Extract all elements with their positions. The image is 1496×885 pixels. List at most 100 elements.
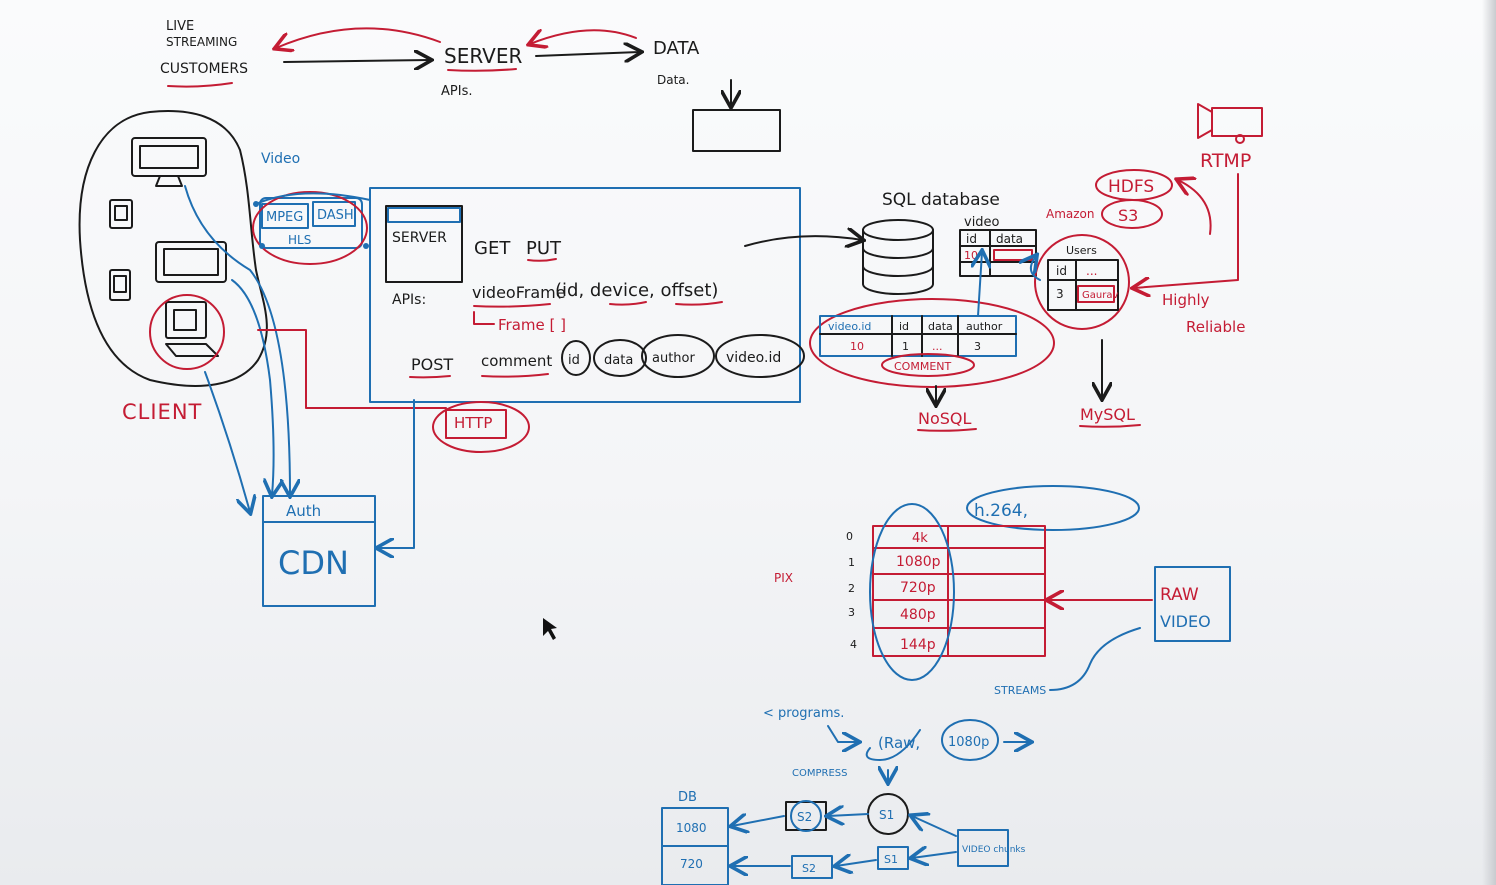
customers-underline bbox=[167, 82, 233, 88]
svg-text:3: 3 bbox=[848, 606, 855, 619]
client-boundary bbox=[78, 110, 268, 387]
svg-text:id: id bbox=[899, 320, 909, 333]
phone-icon-2 bbox=[109, 269, 131, 301]
hdfs-to-camera-arrow bbox=[1178, 180, 1212, 235]
server-to-cdn-line bbox=[378, 399, 415, 548]
rtmp-label: RTMP bbox=[1200, 150, 1251, 172]
phone-icon bbox=[109, 199, 133, 229]
param-data bbox=[593, 339, 647, 377]
client-to-cdn-line-2 bbox=[231, 279, 274, 495]
auth-label: Auth bbox=[286, 502, 321, 520]
param-author bbox=[641, 334, 715, 378]
users-group: Users id ... 3 Gaurav MySQL Highly Relia… bbox=[1031, 234, 1245, 428]
server-to-sql-arrow bbox=[744, 236, 862, 246]
s2-label: S2 bbox=[797, 810, 812, 824]
tablet-icon bbox=[155, 241, 227, 283]
server-to-customers-arc bbox=[276, 27, 441, 48]
video-table-title: video bbox=[964, 215, 1000, 230]
mpeg-label: MPEG bbox=[266, 210, 303, 225]
comment-label-highlight bbox=[881, 353, 975, 377]
video-chunks-box bbox=[957, 829, 1009, 867]
comment-table bbox=[819, 315, 1017, 357]
hdfs-highlight bbox=[1095, 169, 1173, 201]
svg-text:data: data bbox=[928, 320, 953, 333]
resolution-table bbox=[872, 525, 1046, 657]
customers-to-server-arrow bbox=[283, 60, 430, 62]
users-highlight bbox=[1034, 234, 1130, 330]
server-panel-frame bbox=[369, 187, 801, 403]
res-1080p: 1080p bbox=[896, 554, 941, 570]
video-chunks-label: VIDEO chunks bbox=[962, 845, 1026, 855]
svg-text:S1: S1 bbox=[884, 853, 898, 866]
pix-label: PIX bbox=[774, 571, 793, 585]
codec-highlight bbox=[966, 485, 1140, 531]
svg-text:1080: 1080 bbox=[676, 821, 707, 835]
video-frame-label: videoFrame bbox=[472, 283, 566, 302]
pipeline-res: 1080p bbox=[948, 735, 989, 750]
monitor-icon bbox=[131, 137, 207, 177]
users-table bbox=[1047, 259, 1119, 311]
client-label: CLIENT bbox=[122, 400, 202, 424]
svg-text:id: id bbox=[966, 232, 977, 246]
top-server-label: SERVER bbox=[444, 44, 522, 68]
client-request-line bbox=[255, 192, 371, 205]
client-http-line bbox=[257, 329, 447, 409]
res-480p: 480p bbox=[900, 607, 936, 623]
server-title: SERVER bbox=[392, 230, 447, 246]
svg-text:video.id: video.id bbox=[828, 320, 871, 333]
svg-text:data: data bbox=[996, 232, 1023, 246]
s1-label: S1 bbox=[879, 808, 894, 822]
svg-text:...: ... bbox=[932, 340, 943, 353]
mouse-cursor-icon bbox=[543, 618, 557, 640]
get-label: GET bbox=[474, 238, 511, 259]
res-144p: 144p bbox=[900, 637, 936, 653]
client-to-cdn-line-3 bbox=[204, 371, 250, 512]
sql-title: SQL database bbox=[882, 190, 1000, 210]
put-label: PUT bbox=[526, 238, 562, 259]
pipeline-group: < programs. (Raw, 1080p COMPRESS DB 1080… bbox=[661, 706, 1030, 885]
client-to-cdn-line-1 bbox=[184, 185, 290, 495]
customers-label: CUSTOMERS bbox=[160, 61, 248, 77]
svg-text:3: 3 bbox=[974, 340, 981, 353]
video-frame-params: (id, device, offset) bbox=[555, 280, 718, 301]
svg-text:S2: S2 bbox=[802, 862, 816, 875]
reliable-label: Reliable bbox=[1186, 318, 1245, 336]
svg-text:Gaurav: Gaurav bbox=[1082, 290, 1118, 301]
camera-to-users-arrow bbox=[1134, 173, 1239, 288]
streams-label: STREAMS bbox=[994, 684, 1046, 697]
raw-label: RAW bbox=[1160, 585, 1199, 605]
http-highlight bbox=[432, 401, 530, 453]
res-4k: 4k bbox=[912, 531, 928, 546]
hdfs-label: HDFS bbox=[1108, 177, 1154, 197]
svg-text:10: 10 bbox=[850, 340, 864, 353]
client-group: CLIENT Video MPEG DASH HLS bbox=[78, 110, 371, 512]
svg-text:author: author bbox=[652, 351, 695, 366]
streams-curve bbox=[1049, 627, 1141, 691]
compress-label: COMPRESS bbox=[792, 768, 847, 779]
svg-text:10: 10 bbox=[964, 249, 978, 262]
frame-array-label: Frame [ ] bbox=[498, 316, 566, 334]
cdn-group: Auth CDN bbox=[262, 495, 376, 607]
top-data-sub: Data. bbox=[657, 73, 689, 87]
nosql-group: video.id id data author 10 1 ... 3 COMME… bbox=[809, 252, 1055, 432]
streaming-label: STREAMING bbox=[166, 35, 237, 49]
frame-arrow bbox=[473, 311, 495, 325]
top-data-label: DATA bbox=[653, 38, 700, 59]
hls-label: HLS bbox=[288, 233, 311, 247]
server-icon-box bbox=[385, 205, 463, 283]
comment-label: comment bbox=[481, 352, 552, 370]
camera-icon bbox=[1211, 107, 1263, 137]
protocol-highlight bbox=[252, 191, 368, 265]
cdn-box bbox=[262, 495, 376, 607]
users-title: Users bbox=[1066, 244, 1097, 257]
highly-label: Highly bbox=[1162, 291, 1210, 309]
svg-text:data: data bbox=[604, 353, 633, 368]
resolutions-group: h.264, PIX 0 1 2 3 4 4k 1080p 720p 480p … bbox=[774, 485, 1231, 697]
pipeline-raw: (Raw, bbox=[878, 734, 920, 752]
svg-text:4: 4 bbox=[850, 638, 857, 651]
svg-text:3: 3 bbox=[1056, 287, 1064, 301]
dash-box bbox=[312, 201, 356, 227]
pipeline-res-highlight bbox=[941, 719, 999, 761]
cdn-label: CDN bbox=[278, 544, 349, 582]
